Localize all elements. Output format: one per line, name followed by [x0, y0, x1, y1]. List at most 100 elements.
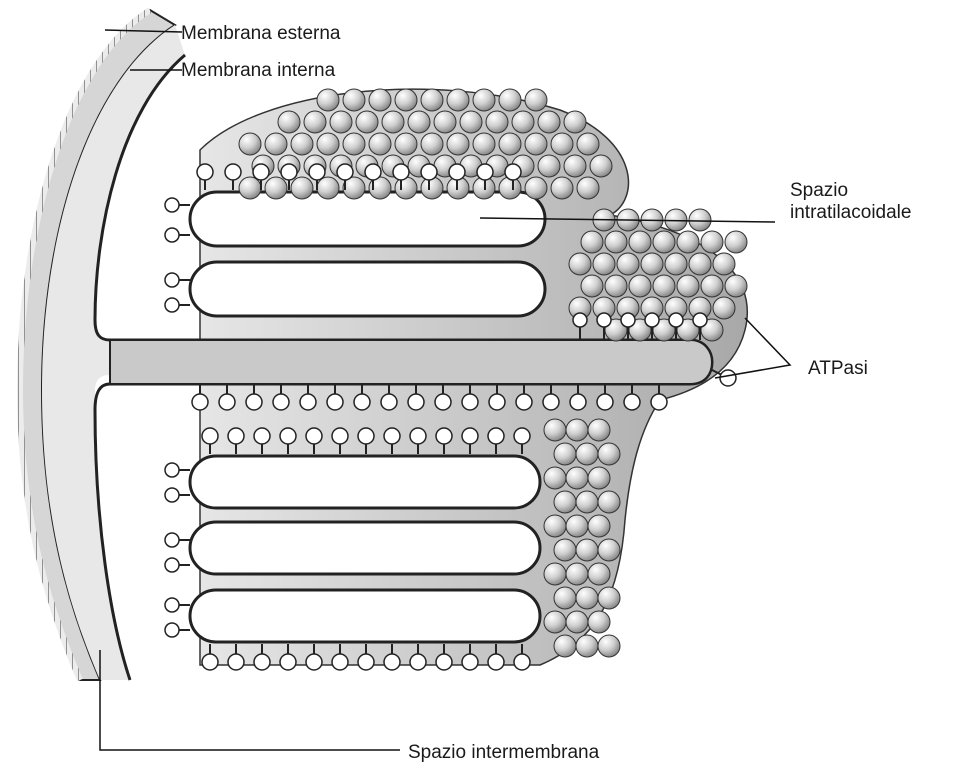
atpase-sphere	[576, 539, 598, 561]
atpase-sphere	[551, 133, 573, 155]
atpase-head	[332, 654, 348, 670]
atpase-head	[202, 654, 218, 670]
atpase-sphere	[460, 111, 482, 133]
atpase-sphere	[343, 89, 365, 111]
atpase-head	[624, 394, 640, 410]
atpase-head	[253, 164, 269, 180]
atpase-sphere	[725, 231, 747, 253]
atpase-sphere	[566, 467, 588, 489]
atpase-head	[358, 654, 374, 670]
atpase-sphere	[499, 177, 521, 199]
atpase-sphere	[590, 155, 612, 177]
atpase-sphere	[576, 443, 598, 465]
atpase-sphere	[653, 231, 675, 253]
atpase-sphere	[382, 111, 404, 133]
atpase-sphere	[598, 635, 620, 657]
atpase-head	[165, 198, 179, 212]
thylakoid-disc	[190, 262, 545, 316]
atpase-head	[669, 313, 683, 327]
atpase-head	[489, 394, 505, 410]
atpase-sphere	[544, 611, 566, 633]
atpase-head	[306, 654, 322, 670]
atpase-sphere	[278, 111, 300, 133]
atpase-head	[165, 533, 179, 547]
atpase-head	[165, 463, 179, 477]
atpase-sphere	[473, 133, 495, 155]
atpase-sphere	[598, 539, 620, 561]
atpase-head	[365, 164, 381, 180]
atpase-sphere	[554, 587, 576, 609]
atpase-sphere	[239, 177, 261, 199]
atpase-sphere	[395, 89, 417, 111]
atpase-sphere	[421, 177, 443, 199]
atpase-head	[165, 598, 179, 612]
atpase-sphere	[330, 111, 352, 133]
atpase-sphere	[512, 111, 534, 133]
atpase-sphere	[525, 177, 547, 199]
atpase-sphere	[566, 611, 588, 633]
atpase-sphere	[369, 89, 391, 111]
atpase-sphere	[544, 563, 566, 585]
label-spazio-intratilacoidale-line2: intratilacoidale	[790, 202, 911, 224]
atpase-head	[645, 313, 659, 327]
atpase-sphere	[554, 539, 576, 561]
atpase-sphere	[577, 133, 599, 155]
atpase-sphere	[566, 563, 588, 585]
atpase-head	[354, 394, 370, 410]
atpase-sphere	[581, 275, 603, 297]
atpase-sphere	[369, 133, 391, 155]
atpase-sphere	[677, 275, 699, 297]
atpase-sphere	[605, 231, 627, 253]
atpase-head	[573, 313, 587, 327]
atpase-head	[393, 164, 409, 180]
atpase-head	[720, 370, 736, 386]
atpase-head	[202, 428, 218, 444]
atpase-head	[597, 394, 613, 410]
atpase-sphere	[317, 177, 339, 199]
label-atpasi: ATPasi	[808, 358, 868, 380]
atpase-sphere	[576, 587, 598, 609]
atpase-head	[165, 228, 179, 242]
atpase-sphere	[317, 89, 339, 111]
atpase-head	[421, 164, 437, 180]
label-spazio-intermembrana: Spazio intermembrana	[408, 742, 599, 764]
atpase-sphere	[598, 491, 620, 513]
atpase-sphere	[588, 563, 610, 585]
atpase-head	[246, 394, 262, 410]
atpase-head	[462, 428, 478, 444]
atpase-sphere	[304, 111, 326, 133]
atpase-sphere	[588, 611, 610, 633]
atpase-sphere	[564, 155, 586, 177]
atpase-sphere	[499, 89, 521, 111]
atpase-sphere	[617, 253, 639, 275]
atpase-head	[327, 394, 343, 410]
atpase-sphere	[593, 253, 615, 275]
atpase-head	[543, 394, 559, 410]
atpase-sphere	[576, 491, 598, 513]
atpase-sphere	[581, 231, 603, 253]
atpase-sphere	[544, 515, 566, 537]
atpase-sphere	[605, 275, 627, 297]
atpase-sphere	[486, 111, 508, 133]
atpase-head	[254, 428, 270, 444]
atpase-sphere	[408, 111, 430, 133]
atpase-sphere	[629, 275, 651, 297]
atpase-sphere	[653, 275, 675, 297]
atpase-head	[228, 654, 244, 670]
atpase-head	[219, 394, 235, 410]
atpase-sphere	[291, 133, 313, 155]
atpase-sphere	[265, 177, 287, 199]
atpase-head	[597, 313, 611, 327]
label-membrana-interna: Membrana interna	[181, 60, 335, 82]
atpase-head	[477, 164, 493, 180]
atpase-head	[514, 654, 530, 670]
atpase-sphere	[356, 111, 378, 133]
atpase-head	[280, 654, 296, 670]
atpase-head	[436, 654, 452, 670]
atpase-head	[197, 164, 213, 180]
stroma-lamella	[110, 340, 712, 384]
thylakoid-disc	[190, 590, 540, 642]
atpase-sphere	[701, 275, 723, 297]
